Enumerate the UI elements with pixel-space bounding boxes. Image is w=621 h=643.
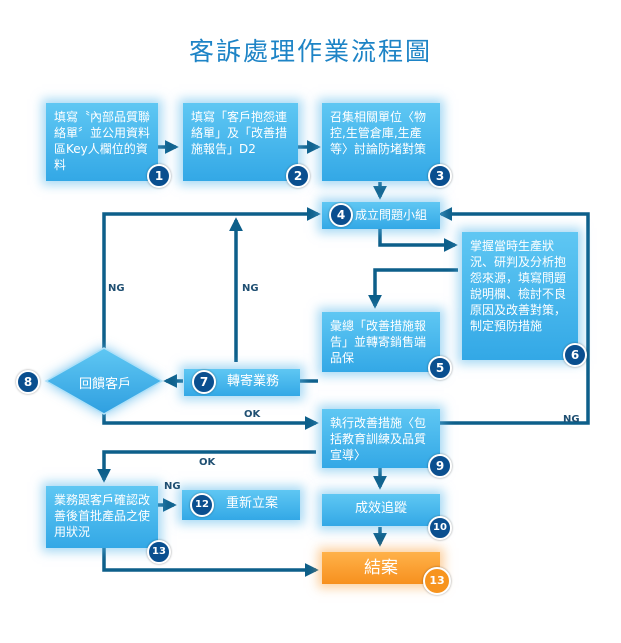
step-2-text: 填寫「客戶抱怨連絡單」及「改善措施報告」D2 [191,110,288,156]
step-3-text: 召集相關單位〈物控,生管倉庫,生產等〉討論防堵對策 [330,110,427,156]
step-3-box: 召集相關單位〈物控,生管倉庫,生產等〉討論防堵對策 [322,103,440,181]
step-1-box: 填寫〝內部品質聯絡單〞並公用資料區Key人欄位的資料 [46,103,158,181]
step-13-text: 結案 [364,558,398,578]
step-7-badge: 7 [192,370,216,394]
step-12-text: 重新立案 [225,496,278,511]
step-4-text: 成立問題小組 [354,208,427,222]
edge-label-ng-right: NG [563,414,580,425]
step-1-badge: 1 [147,164,171,188]
edge-label-ng-mid: NG [242,283,259,294]
step-9-text: 執行改善措施〈包括教育訓練及品質宣導〉 [330,416,427,462]
arrow-9-ng-to-4 [438,207,590,425]
edge-label-ng-left: NG [108,283,125,294]
edge-label-ok-feedback: OK [244,409,261,420]
step-9-box: 執行改善措施〈包括教育訓練及品質宣導〉 [322,409,440,468]
step-11-box: 業務跟客戶確認改善後首批產品之使用狀況 [46,486,158,548]
step-13-badge: 13 [423,567,451,595]
step-1-text: 填寫〝內部品質聯絡單〞並公用資料區Key人欄位的資料 [54,110,151,172]
arrow-8-ng-to-4 [102,207,321,352]
arrow-11-to-13 [102,548,319,577]
step-11-text: 業務跟客戶確認改善後首批產品之使用狀況 [54,493,151,539]
step-5-box: 彙總「改善措施報告」並轉寄銷售端品保 [322,312,440,372]
edge-label-ok-confirm: OK [199,457,216,468]
arrow-6-to-5 [368,268,458,309]
step-10-box: 成效追蹤 [322,494,440,526]
step-8-text: 回饋客戶 [78,377,131,392]
step-2-box: 填寫「客戶抱怨連絡單」及「改善措施報告」D2 [183,103,298,181]
step-6-badge: 6 [563,343,587,367]
step-11-badge: 13 [147,540,171,564]
step-13-box: 結案 [322,552,440,584]
step-7-text: 轉寄業務 [226,374,279,389]
step-8-badge: 8 [16,370,40,394]
step-12-badge: 12 [190,493,214,517]
diamond-feedback-shape [44,347,164,415]
step-10-text: 成效追蹤 [354,501,407,516]
step-10-badge: 10 [428,516,452,540]
step-5-text: 彙總「改善措施報告」並轉寄銷售端品保 [330,319,427,365]
step-2-badge: 2 [286,164,310,188]
step-6-text: 掌握當時生產狀況、研判及分析抱怨來源，填寫問題說明欄、檢討不良原因及改善對策，制… [470,239,567,333]
arrow-8-ok-to-9 [102,410,319,430]
step-5-badge: 5 [428,356,452,380]
step-9-badge: 9 [428,454,452,478]
edge-label-ng-confirm: NG [164,481,181,492]
page-title: 客訴處理作業流程圖 [188,37,432,66]
step-6-box: 掌握當時生產狀況、研判及分析抱怨來源，填寫問題說明欄、檢討不良原因及改善對策，制… [462,232,578,360]
arrow-9-ok-to-11 [97,450,316,483]
step-3-badge: 3 [428,164,452,188]
step-4-badge: 4 [329,203,353,227]
arrow-4-to-6 [378,229,458,252]
